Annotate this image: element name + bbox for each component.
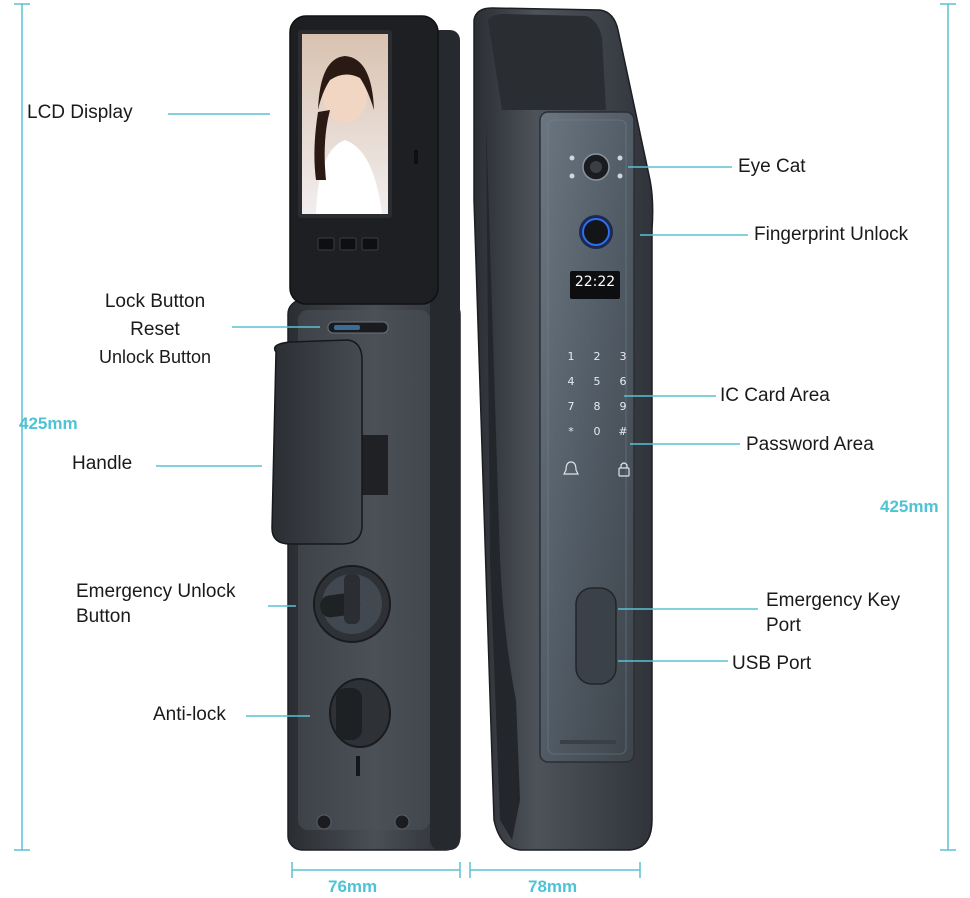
keypad-key[interactable]: 3 [619, 350, 627, 363]
label-password-area: Password Area [746, 434, 874, 455]
label-emergency-unlock-2: Button [76, 606, 131, 627]
keypad-key[interactable]: # [618, 425, 628, 438]
label-handle: Handle [72, 453, 133, 474]
keypad-key[interactable]: 1 [567, 350, 575, 363]
label-eye-cat: Eye Cat [738, 156, 806, 177]
label-lock-button: Lock Button [104, 291, 206, 312]
keypad-key[interactable]: 2 [593, 350, 601, 363]
dimension-width-side: 78mm [528, 877, 578, 896]
leader-lines [14, 3, 956, 878]
emergency-unlock-knob [313, 565, 391, 643]
label-emergency-key-port-2: Port [766, 615, 801, 636]
lcd-display-unit [289, 15, 439, 305]
label-emergency-key-port-1: Emergency Key [766, 590, 901, 611]
keypad-grid: 1 2 3 4 5 6 7 8 9 * 0 # [558, 350, 634, 439]
time-display: 22:22 [574, 274, 616, 290]
anti-lock-knob [316, 678, 410, 830]
keypad-key[interactable]: 8 [593, 400, 601, 413]
keypad-key[interactable]: 7 [567, 400, 575, 413]
keypad-key[interactable]: 4 [567, 375, 575, 388]
emergency-key-port-cover [575, 587, 617, 685]
side-lock-body [473, 7, 654, 851]
label-ic-card-area: IC Card Area [720, 385, 830, 406]
keypad-key[interactable]: 0 [593, 425, 601, 438]
dimension-height-right: 425mm [880, 497, 939, 516]
lock-icon [618, 467, 630, 477]
label-emergency-unlock-1: Emergency Unlock [76, 581, 236, 602]
label-usb-port: USB Port [732, 653, 812, 674]
bell-icon [563, 461, 579, 475]
keypad-key[interactable]: 6 [619, 375, 627, 388]
label-lcd-display: LCD Display [27, 102, 133, 123]
portrait-face [323, 67, 367, 123]
keypad-key[interactable]: 5 [593, 375, 601, 388]
label-reset: Reset [130, 319, 180, 340]
dimension-width-front: 76mm [328, 877, 378, 896]
time-screen [570, 271, 620, 299]
label-anti-lock: Anti-lock [153, 704, 226, 725]
label-fingerprint-unlock: Fingerprint Unlock [754, 224, 909, 245]
label-unlock-button: Unlock Button [98, 347, 212, 367]
lock-button-slot [327, 321, 389, 334]
dimension-height-left: 425mm [19, 414, 78, 433]
keypad-key[interactable]: * [568, 425, 574, 438]
handle-shape [271, 339, 388, 545]
keypad-key[interactable]: 9 [619, 400, 627, 413]
